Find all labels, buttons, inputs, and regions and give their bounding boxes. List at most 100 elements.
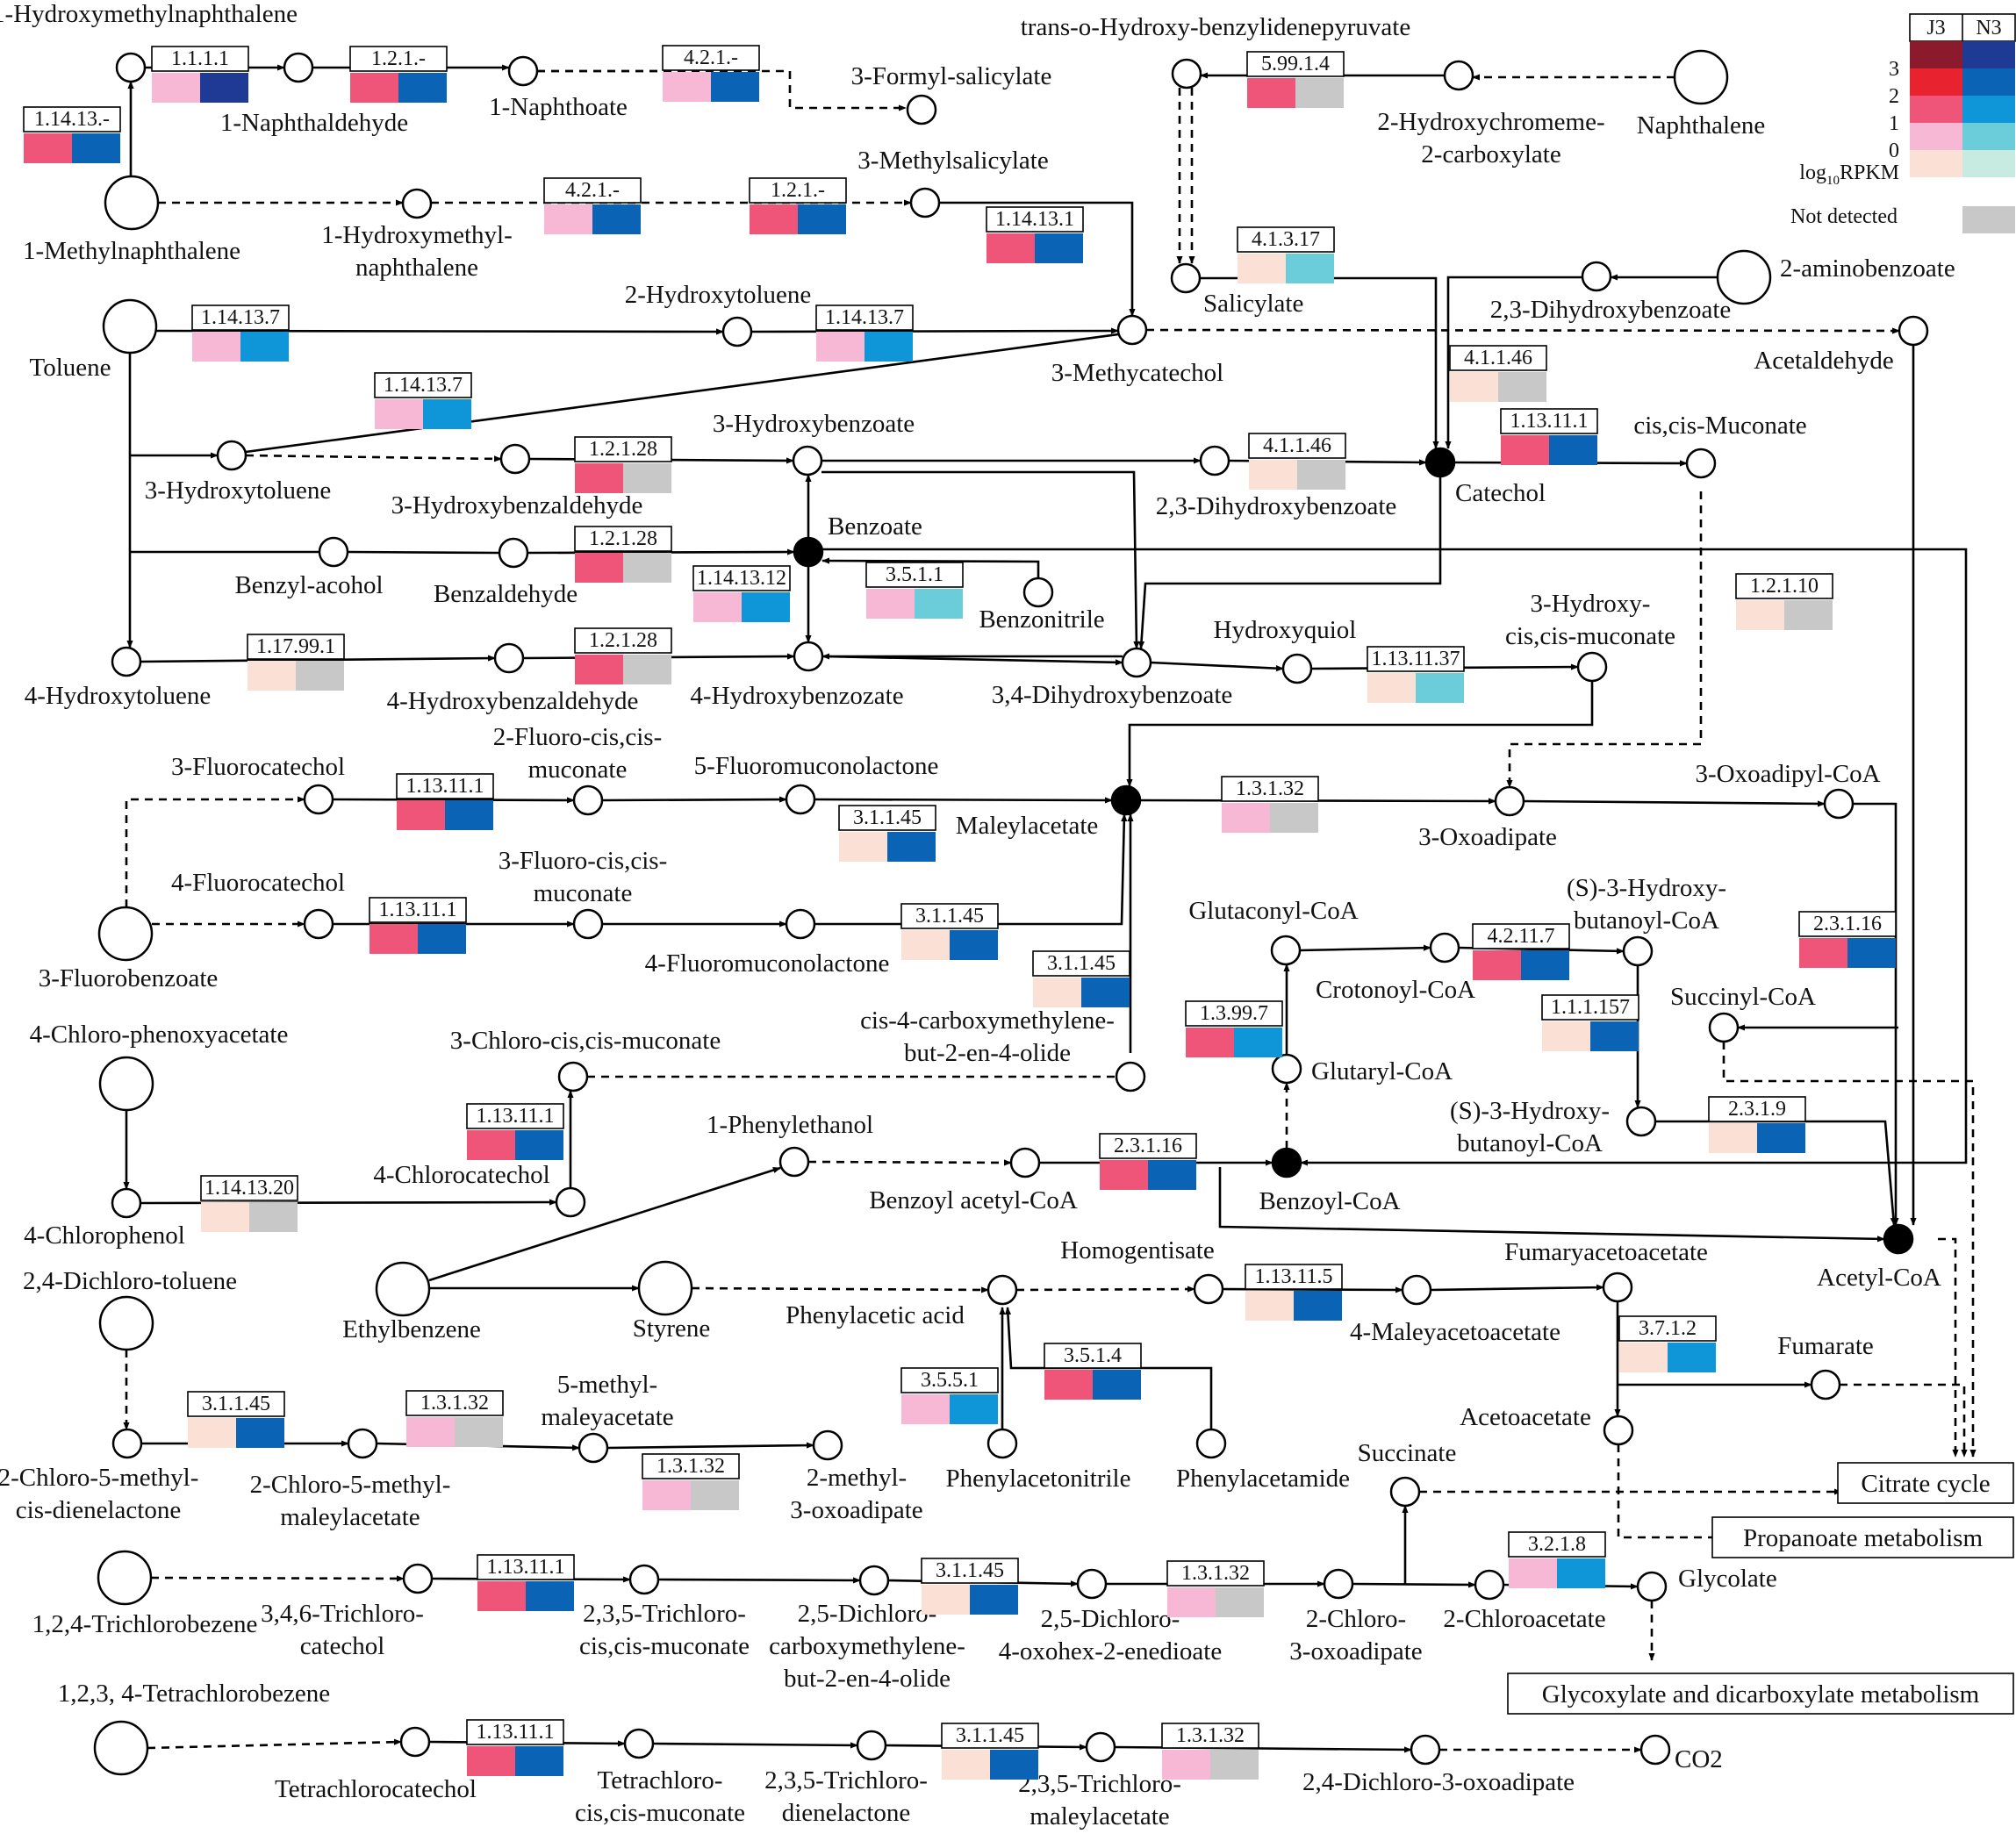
n3-expression-cell bbox=[1035, 233, 1083, 263]
compound-cac: 2-Chloroacetate bbox=[1443, 1569, 1606, 1633]
compound-node bbox=[216, 440, 248, 471]
compound-cmb: cis-4-carboxymethylene-but-2-en-4-olide bbox=[860, 1006, 1146, 1092]
enzyme-ec-number: 1.2.1.- bbox=[771, 179, 825, 202]
reaction-edge bbox=[537, 69, 907, 111]
compound-node bbox=[97, 1550, 153, 1606]
enzyme-1.2.1.28: 1.2.1.28 bbox=[574, 526, 672, 583]
compound-htol4: 4-Hydroxytoluene bbox=[25, 646, 211, 710]
enzyme-1.3.1.32: 1.3.1.32 bbox=[1161, 1723, 1259, 1780]
compound-label: 2-Chloro-5-methyl-maleylacetate bbox=[250, 1471, 451, 1531]
compound-node bbox=[1171, 58, 1202, 90]
compound-htol2: 2-Hydroxytoluene bbox=[625, 281, 811, 347]
pathway-box: Propanoate metabolism bbox=[1711, 1516, 2014, 1558]
compound-label: Benzoyl acetyl-CoA bbox=[869, 1186, 1078, 1214]
j3-expression-cell bbox=[866, 589, 915, 619]
compound-label: 2,5-Dichloro-4-oxohex-2-enedioate bbox=[999, 1605, 1222, 1665]
compound-node bbox=[1474, 1569, 1505, 1601]
enzyme-ec-box bbox=[1166, 1560, 1265, 1587]
j3-expression-cell bbox=[152, 73, 200, 103]
compound-cpa: 4-Chloro-phenoxyacetate bbox=[30, 1021, 288, 1112]
j3-expression-cell bbox=[248, 661, 296, 691]
compound-node bbox=[1424, 447, 1456, 478]
reaction-edge bbox=[1853, 802, 1899, 1226]
reaction-edge bbox=[939, 201, 1136, 317]
n3-expression-cell bbox=[240, 332, 289, 362]
enzyme-1.2.1.10: 1.2.1.10 bbox=[1735, 573, 1833, 630]
reaction-edge bbox=[1015, 1286, 1195, 1293]
compound-node bbox=[721, 316, 753, 347]
compound-node bbox=[303, 784, 334, 815]
compound-moxa: 2-methyl-3-oxoadipate bbox=[790, 1429, 923, 1524]
enzyme-ec-number: 3.1.1.45 bbox=[853, 806, 922, 829]
reaction-edge bbox=[1218, 1167, 1885, 1243]
reaction-edge bbox=[1126, 681, 1594, 787]
reaction-edge bbox=[606, 1442, 814, 1450]
enzyme-ec-number: 4.2.1.- bbox=[565, 179, 620, 202]
compound-label: 5-methyl-maleyacetate bbox=[541, 1371, 673, 1431]
enzyme-1.14.13.7: 1.14.13.7 bbox=[374, 372, 472, 429]
compound-noat: 1-Naphthoate bbox=[489, 55, 628, 121]
compound-succ: Succinate bbox=[1358, 1439, 1456, 1508]
compound-dcmb: 2,5-Dichloro-carboxymethylene-but-2-en-4… bbox=[769, 1565, 965, 1693]
enzyme-ec-box bbox=[543, 177, 642, 204]
compound-label: Salicylate bbox=[1203, 290, 1303, 318]
compound-label: 2,3,5-Trichloro-cis,cis-muconate bbox=[579, 1600, 750, 1660]
enzyme-3.1.1.45: 3.1.1.45 bbox=[921, 1558, 1019, 1615]
j3-expression-cell bbox=[942, 1750, 990, 1780]
n3-expression-cell bbox=[950, 1394, 998, 1424]
compound-label: 3-Oxoadipate bbox=[1418, 823, 1557, 851]
j3-expression-cell bbox=[575, 463, 623, 493]
enzyme-ec-number: 1.17.99.1 bbox=[256, 635, 335, 658]
compound-maa: 4-Maleyacetoacetate bbox=[1350, 1274, 1560, 1346]
reaction-edges bbox=[123, 64, 1977, 1753]
compound-oxacoa: 3-Oxoadipyl-CoA bbox=[1695, 760, 1881, 820]
enzyme-ec-box bbox=[574, 627, 672, 654]
compound-tcb: 1,2,4-Trichlorobezene bbox=[32, 1550, 257, 1638]
compound-htol3: 3-Hydroxytoluene bbox=[145, 440, 331, 505]
n3-expression-cell bbox=[515, 1746, 563, 1776]
compound-label: 2,4-Dichloro-3-oxoadipate bbox=[1302, 1768, 1575, 1796]
compound-sty: Styrene bbox=[633, 1260, 710, 1343]
compound-label: Phenylacetamide bbox=[1176, 1465, 1350, 1493]
n3-expression-cell bbox=[1093, 1370, 1141, 1400]
enzyme-3.7.1.2: 3.7.1.2 bbox=[1618, 1315, 1717, 1372]
enzyme-2.3.1.16: 2.3.1.16 bbox=[1798, 911, 1897, 968]
legend-n3-swatch bbox=[1962, 150, 2015, 177]
compound-label: Fumaryacetoacetate bbox=[1504, 1238, 1708, 1266]
enzyme-ec-box bbox=[1367, 646, 1465, 672]
enzyme-1.14.13.-: 1.14.13.- bbox=[23, 106, 121, 163]
compound-tol: Toluene bbox=[30, 298, 158, 382]
enzyme-ec-number: 1.2.1.10 bbox=[1750, 575, 1819, 598]
n3-expression-cell bbox=[1521, 950, 1569, 980]
j3-expression-cell bbox=[901, 1394, 950, 1424]
legend-level: 3 bbox=[1889, 58, 1899, 81]
n3-expression-cell bbox=[236, 1418, 284, 1448]
enzyme-ec-box bbox=[1248, 433, 1346, 459]
enzyme-ec-box bbox=[1044, 1343, 1142, 1369]
reaction-edge bbox=[1523, 799, 1826, 807]
compound-glut: Glutaryl-CoA bbox=[1271, 1053, 1453, 1085]
j3-expression-cell bbox=[1473, 950, 1521, 980]
compound-node bbox=[111, 646, 142, 677]
compound-node bbox=[1443, 60, 1474, 91]
compound-node bbox=[111, 1428, 143, 1459]
pathway-label: Glycoxylate and dicarboxylate metabolism bbox=[1542, 1680, 1980, 1708]
n3-expression-cell bbox=[1210, 1750, 1259, 1780]
compound-node bbox=[402, 1563, 434, 1594]
enzyme-1.1.1.1: 1.1.1.1 bbox=[151, 46, 249, 103]
compound-hccm: 3-Hydroxy-cis,cis-muconate bbox=[1505, 590, 1675, 683]
n3-expression-cell bbox=[990, 1750, 1038, 1780]
compound-node bbox=[1085, 1731, 1116, 1763]
compound-label: 3-Hydroxybenzaldehyde bbox=[391, 491, 643, 519]
enzyme-ec-box bbox=[1472, 923, 1570, 949]
compound-fccm3: 3-Fluoro-cis,cis-muconate bbox=[499, 847, 667, 940]
n3-expression-cell bbox=[455, 1417, 503, 1447]
compound-label: Fumarate bbox=[1777, 1332, 1874, 1360]
compound-node bbox=[347, 1428, 378, 1459]
n3-expression-cell bbox=[398, 73, 447, 103]
compound-label: Succinyl-CoA bbox=[1670, 983, 1816, 1011]
compound-label: 2-aminobenzoate bbox=[1780, 254, 1955, 283]
n3-expression-cell bbox=[1757, 1123, 1805, 1153]
j3-expression-cell bbox=[1450, 372, 1498, 402]
